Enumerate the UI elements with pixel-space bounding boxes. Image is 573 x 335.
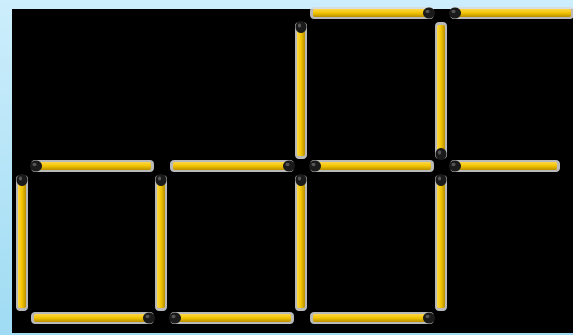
matchstick[interactable] [435,174,447,311]
matchstick[interactable] [310,7,435,19]
match-head [449,8,461,19]
matchstick[interactable] [309,160,434,172]
match-head [296,21,307,33]
match-head [309,161,321,172]
matchstick[interactable] [169,312,294,324]
match-head [296,174,307,186]
match-head [17,174,28,186]
matchstick[interactable] [31,312,155,324]
match-head [436,174,447,186]
match-head [169,313,181,324]
matchstick[interactable] [449,160,560,172]
matchstick[interactable] [170,160,295,172]
match-head [143,313,155,324]
match-head [423,313,435,324]
matchstick[interactable] [310,312,435,324]
match-head [30,161,42,172]
matchstick[interactable] [295,21,307,159]
matchstick[interactable] [435,22,447,160]
matchstick[interactable] [155,174,167,311]
match-head [449,161,461,172]
match-head [423,8,435,19]
match-head [283,161,295,172]
matchstick[interactable] [449,7,573,19]
match-head [156,174,167,186]
matchstick[interactable] [30,160,154,172]
matchstick[interactable] [16,174,28,311]
matchstick[interactable] [295,174,307,311]
match-head [436,148,447,160]
